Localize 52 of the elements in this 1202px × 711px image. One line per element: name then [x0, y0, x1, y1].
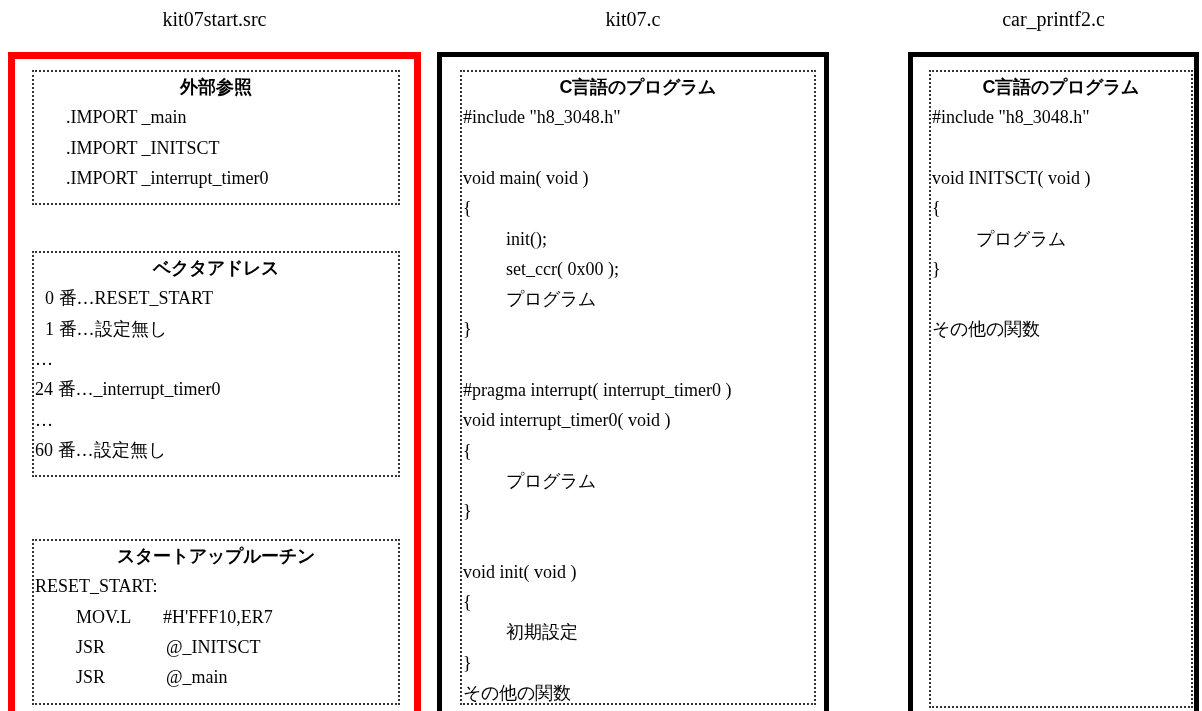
code-section-box [929, 70, 1193, 708]
code-line: RESET_START: [35, 575, 158, 598]
code-line: … [35, 408, 53, 431]
code-section-box [32, 251, 400, 477]
code-section-box [460, 70, 816, 705]
code-line: } [463, 651, 472, 674]
code-line: MOV.L [76, 605, 132, 628]
code-line: } [463, 500, 472, 523]
code-line: { [463, 591, 472, 614]
code-line: .IMPORT _interrupt_timer0 [66, 166, 269, 189]
section-title: C言語のプログラム [982, 76, 1140, 98]
code-line: .IMPORT _INITSCT [66, 136, 220, 159]
code-line: } [463, 318, 472, 341]
code-line: void INITSCT( void ) [932, 166, 1091, 189]
section-title: 外部参照 [180, 76, 252, 98]
code-line: … [35, 347, 53, 370]
code-line: { [932, 197, 941, 220]
code-line: .IMPORT _main [66, 106, 187, 129]
code-line: 初期設定 [506, 621, 578, 644]
code-line: { [463, 197, 472, 220]
code-section-box [32, 70, 400, 205]
section-title: スタートアップルーチン [117, 545, 315, 567]
code-line: void interrupt_timer0( void ) [463, 409, 671, 432]
code-line: 1 番…設定無し [45, 317, 167, 340]
code-line: 24 番…_interrupt_timer0 [35, 378, 221, 401]
code-line: init(); [506, 227, 547, 250]
code-line: void main( void ) [463, 166, 589, 189]
section-title: C言語のプログラム [559, 76, 717, 98]
code-line: set_ccr( 0x00 ); [506, 257, 619, 280]
code-line: 0 番…RESET_START [45, 287, 213, 310]
code-line: @_INITSCT [166, 635, 261, 658]
code-line: その他の関数 [463, 682, 571, 704]
code-line: #H'FFF10,ER7 [163, 605, 273, 628]
section-title: ベクタアドレス [153, 257, 279, 279]
code-line: { [463, 439, 472, 462]
code-line: プログラム [976, 227, 1066, 250]
code-line: JSR [76, 635, 106, 658]
code-line: JSR [76, 666, 106, 689]
code-line: プログラム [506, 469, 596, 492]
file-name-heading: kit07.c [605, 8, 661, 31]
file-name-heading: kit07start.src [162, 8, 267, 31]
code-line: プログラム [506, 288, 596, 311]
code-line: #include "h8_3048.h" [932, 106, 1090, 129]
code-line: #pragma interrupt( interrupt_timer0 ) [463, 379, 732, 401]
code-line: 60 番…設定無し [35, 438, 166, 461]
code-line: void init( void ) [463, 560, 577, 583]
code-line: @_main [166, 666, 228, 689]
code-line: #include "h8_3048.h" [463, 106, 621, 129]
code-line: その他の関数 [932, 318, 1040, 341]
code-section-box [32, 539, 400, 705]
code-line: } [932, 257, 941, 280]
file-name-heading: car_printf2.c [1002, 8, 1105, 31]
